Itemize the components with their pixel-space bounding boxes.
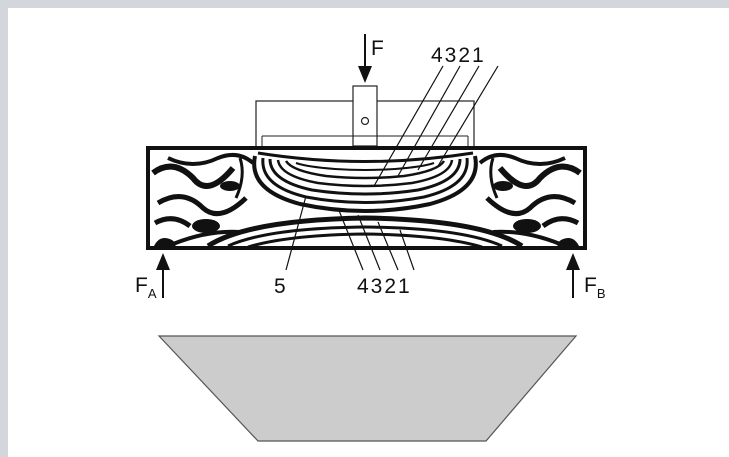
bottom-leaders <box>285 195 415 271</box>
trapezoid-shape <box>157 335 578 442</box>
fringe-label-5: 5 <box>274 275 286 298</box>
fringe-pattern <box>151 151 582 248</box>
diagram-panel: F <box>8 8 729 457</box>
photoelastic-beam-diagram: F <box>135 34 606 442</box>
support-arrow-right <box>566 253 580 298</box>
support-arrow-left <box>156 253 170 298</box>
beam <box>146 146 587 250</box>
top-leaders <box>373 65 499 187</box>
fringe-labels-bottom: 4321 <box>357 275 412 298</box>
load-plunger <box>352 85 378 147</box>
load-arrow <box>358 34 372 83</box>
fringe-labels-top: 4321 <box>431 44 486 67</box>
support-label-left: FA <box>135 274 157 301</box>
load-label: F <box>371 37 384 60</box>
support-label-right: FB <box>584 274 606 301</box>
plunger-pin <box>360 116 370 126</box>
